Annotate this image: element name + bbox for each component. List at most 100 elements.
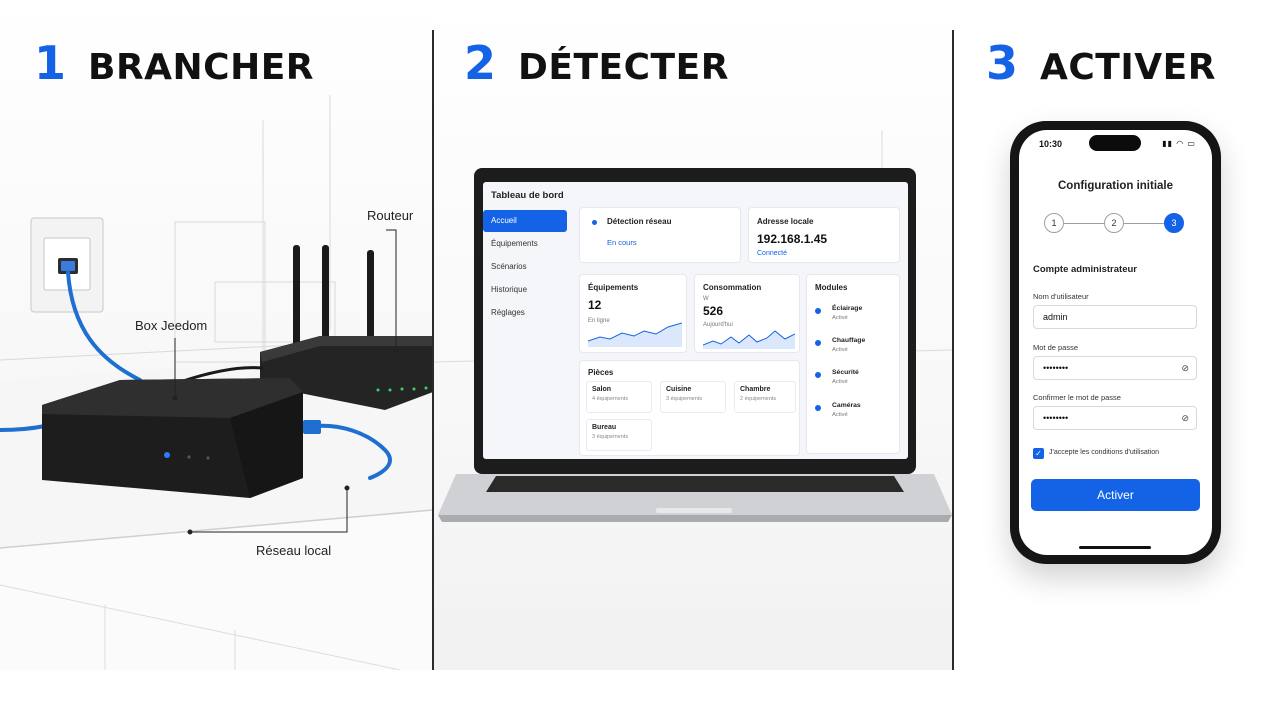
- divider-1: [432, 30, 434, 670]
- eye-off-icon[interactable]: ⊘: [1181, 413, 1189, 423]
- stepper-step-2: 2: [1104, 213, 1124, 233]
- bulb-icon: [815, 308, 821, 314]
- dashboard-title: Tableau de bord: [491, 190, 564, 201]
- module-status: Activé: [832, 412, 848, 418]
- room-count: 4 équipements: [592, 396, 629, 402]
- setup-stepper: 1 2 3: [1044, 213, 1184, 235]
- camera-icon: [815, 405, 821, 411]
- consumption-sub: Aujourd'hui: [703, 322, 733, 328]
- room-cuisine[interactable]: Cuisine 3 équipements: [660, 381, 726, 413]
- password-value: ••••••••: [1043, 363, 1069, 373]
- admin-section-title: Compte administrateur: [1033, 264, 1137, 275]
- signal-wifi-battery-icon: ▮▮ ◠ ▭: [1162, 139, 1196, 148]
- module-name: Caméras: [832, 402, 861, 409]
- confirm-password-label: Confirmer le mot de passe: [1033, 393, 1121, 402]
- module-status: Activé: [832, 315, 848, 321]
- stepper-step-3: 3: [1164, 213, 1184, 233]
- step-1-number: 1: [34, 36, 67, 90]
- nav-scenarios[interactable]: Scénarios: [491, 262, 527, 271]
- consumption-sparkline: [703, 330, 795, 349]
- status-time: 10:30: [1039, 139, 1063, 149]
- password-field[interactable]: •••••••• ⊘: [1033, 356, 1197, 380]
- stepper-step-1: 1: [1044, 213, 1064, 233]
- thermometer-icon: [815, 340, 821, 346]
- equipments-sparkline: [588, 322, 682, 347]
- room-name: Salon: [592, 386, 612, 393]
- stepper-line: [1124, 223, 1174, 224]
- connection-illustration: [0, 95, 433, 670]
- modules-card: Modules Éclairage Activé Chauffage Activ…: [806, 274, 900, 454]
- consumption-unit: W: [703, 296, 709, 302]
- step-2-heading: 2 DÉTECTER: [464, 36, 729, 90]
- step-3-heading: 3 ACTIVER: [986, 36, 1216, 90]
- room-chambre[interactable]: Chambre 2 équipements: [734, 381, 796, 413]
- step-2-number: 2: [464, 36, 497, 90]
- setup-title: Configuration initiale: [1058, 180, 1173, 192]
- nav-historique[interactable]: Historique: [491, 285, 528, 294]
- step-2-title: DÉTECTER: [518, 47, 729, 88]
- ethernet-socket: [30, 217, 104, 313]
- terms-label: J'accepte les conditions d'utilisation: [1049, 449, 1160, 456]
- room-name: Bureau: [592, 424, 617, 431]
- room-count: 2 équipements: [740, 396, 777, 402]
- activate-button[interactable]: Activer: [1031, 479, 1200, 511]
- username-value: admin: [1043, 312, 1068, 322]
- module-name: Sécurité: [832, 369, 859, 376]
- detection-title: Détection réseau: [607, 217, 672, 226]
- router: [260, 245, 433, 410]
- room-bureau[interactable]: Bureau 3 équipements: [586, 419, 652, 451]
- room-count: 3 équipements: [592, 434, 629, 440]
- step-3-title: ACTIVER: [1040, 47, 1216, 88]
- jeedom-box: [42, 378, 321, 498]
- dynamic-island: [1089, 135, 1141, 151]
- room-salon[interactable]: Salon 4 équipements: [586, 381, 652, 413]
- router-label: Routeur: [367, 208, 414, 223]
- username-field[interactable]: admin: [1033, 305, 1197, 329]
- dashboard-sidebar: Accueil Équipements Scénarios Historique…: [483, 210, 571, 325]
- equipments-value: 12: [588, 298, 602, 312]
- detection-dot-icon: [592, 220, 597, 225]
- rooms-card: Pièces Salon 4 équipements Cuisine 3 équ…: [579, 360, 800, 456]
- password-label: Mot de passe: [1033, 343, 1079, 352]
- nav-equipements[interactable]: Équipements: [491, 239, 538, 248]
- confirm-password-field[interactable]: •••••••• ⊘: [1033, 406, 1197, 430]
- stepper-line: [1064, 223, 1113, 224]
- address-card: Adresse locale 192.168.1.45 Connecté: [748, 207, 900, 263]
- equipments-sub: En ligne: [588, 318, 610, 324]
- detection-status: En cours: [607, 238, 637, 247]
- local-network-label: Réseau local: [256, 543, 332, 558]
- module-name: Éclairage: [832, 305, 863, 312]
- address-title: Adresse locale: [757, 217, 814, 226]
- consumption-card: Consommation W 526 Aujourd'hui: [694, 274, 800, 353]
- nav-reglages[interactable]: Réglages: [491, 308, 525, 317]
- room-name: Cuisine: [666, 386, 692, 393]
- room-count: 3 équipements: [666, 396, 703, 402]
- nav-accueil[interactable]: Accueil: [483, 210, 567, 232]
- eye-off-icon[interactable]: ⊘: [1181, 363, 1189, 373]
- terms-checkbox[interactable]: ✓: [1033, 448, 1044, 459]
- detection-card: Détection réseau En cours: [579, 207, 741, 263]
- jeedom-box-label: Box Jeedom: [135, 318, 208, 333]
- dashboard-screen: Tableau de bord Accueil Équipements Scén…: [483, 182, 908, 459]
- home-indicator: [1079, 546, 1151, 549]
- consumption-title: Consommation: [703, 283, 762, 292]
- module-status: Activé: [832, 347, 848, 353]
- address-value: 192.168.1.45: [757, 232, 828, 246]
- equipments-title: Équipements: [588, 283, 639, 292]
- equipments-card: Équipements 12 En ligne: [579, 274, 687, 353]
- modules-title: Modules: [815, 283, 848, 292]
- panel-brancher: 1 BRANCHER: [0, 0, 433, 670]
- step-1-heading: 1 BRANCHER: [34, 36, 314, 90]
- rooms-title: Pièces: [588, 368, 614, 377]
- username-label: Nom d'utilisateur: [1033, 292, 1089, 301]
- phone-screen: 10:30 ▮▮ ◠ ▭ Configuration initiale 1 2 …: [1019, 130, 1212, 555]
- module-name: Chauffage: [832, 337, 866, 344]
- address-status: Connecté: [757, 250, 787, 257]
- confirm-password-value: ••••••••: [1043, 413, 1069, 423]
- step-1-title: BRANCHER: [88, 47, 315, 88]
- room-name: Chambre: [740, 386, 771, 393]
- divider-2: [952, 30, 954, 670]
- shield-icon: [815, 372, 821, 378]
- step-3-number: 3: [986, 36, 1019, 90]
- consumption-value: 526: [703, 304, 724, 318]
